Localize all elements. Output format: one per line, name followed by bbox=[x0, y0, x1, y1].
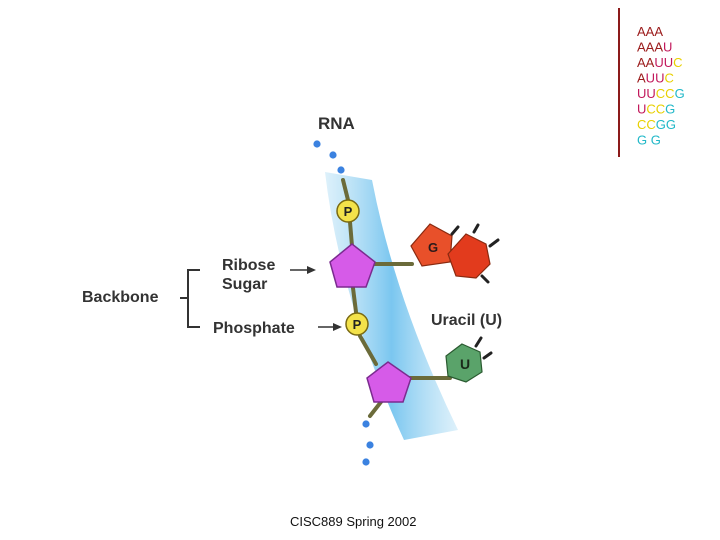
sequence-row: UCCG bbox=[637, 102, 675, 117]
guanine-base: G bbox=[410, 223, 500, 284]
nucleotide-G: G bbox=[675, 86, 685, 101]
uracil-base: U bbox=[445, 336, 493, 383]
rna-title: RNA bbox=[318, 114, 355, 133]
nucleotide-U: U bbox=[637, 86, 646, 101]
nucleotide-C: C bbox=[637, 117, 646, 132]
strand-dot bbox=[329, 151, 337, 159]
nucleotide-U: U bbox=[646, 71, 655, 86]
ribose-label-line2: Sugar bbox=[222, 276, 267, 293]
bond-stub bbox=[480, 274, 490, 284]
nucleotide-U: U bbox=[663, 40, 672, 55]
nucleotide-C: C bbox=[673, 55, 682, 70]
sequence-row: AAA bbox=[637, 24, 663, 39]
strand-dot bbox=[337, 166, 345, 174]
strand-dot bbox=[362, 458, 370, 466]
bond bbox=[358, 334, 378, 366]
sequence-row: AUUC bbox=[637, 71, 674, 86]
strand-continuation-top bbox=[313, 140, 345, 174]
footer-text: CISC889 Spring 2002 bbox=[290, 514, 417, 529]
ribose-label-line1: Ribose bbox=[222, 257, 275, 274]
bond-stub bbox=[474, 336, 483, 348]
phosphate-group-top: P bbox=[336, 199, 360, 223]
backbone-band bbox=[325, 172, 458, 440]
sequence-row: AAUUC bbox=[637, 55, 683, 70]
nucleotide-C: C bbox=[646, 117, 655, 132]
backbone-label: Backbone bbox=[82, 289, 159, 306]
nucleotide-C: C bbox=[656, 102, 665, 117]
nucleotide-G: G bbox=[637, 133, 647, 148]
nucleotide-A: A bbox=[646, 24, 655, 39]
uracil-symbol: U bbox=[460, 356, 470, 372]
nucleotide-G: G bbox=[665, 102, 675, 117]
phosphate-label: Phosphate bbox=[213, 320, 295, 337]
bond bbox=[341, 178, 350, 202]
nucleotide-A: A bbox=[646, 55, 655, 70]
nucleotide-C: C bbox=[665, 86, 674, 101]
strand-dot bbox=[366, 441, 374, 449]
nucleotide-G: G bbox=[666, 117, 676, 132]
nucleotide-A: A bbox=[654, 40, 663, 55]
nucleotide-C: C bbox=[664, 71, 673, 86]
uracil-label: Uracil (U) bbox=[431, 312, 502, 329]
nucleotide-G: G bbox=[656, 117, 666, 132]
bond-stub bbox=[488, 238, 500, 248]
bond-stub bbox=[472, 223, 480, 234]
nucleotide-U: U bbox=[637, 102, 646, 117]
phosphate-symbol: P bbox=[344, 204, 353, 219]
nucleotide-A: A bbox=[654, 24, 663, 39]
bond-stub bbox=[450, 225, 460, 236]
ribose-sugar-top bbox=[329, 243, 376, 288]
nucleotide-C: C bbox=[646, 102, 655, 117]
strand-dot bbox=[362, 420, 370, 428]
guanine-symbol: G bbox=[428, 240, 438, 255]
nucleotide-C: C bbox=[656, 86, 665, 101]
nucleotide-A: A bbox=[637, 24, 646, 39]
phosphate-group-middle: P bbox=[345, 312, 369, 336]
phosphate-symbol: P bbox=[353, 317, 362, 332]
nucleotide-A: A bbox=[637, 55, 646, 70]
nucleotide-U: U bbox=[655, 71, 664, 86]
strand-continuation-bottom bbox=[362, 420, 374, 466]
strand-dot bbox=[313, 140, 321, 148]
nucleotide-U: U bbox=[646, 86, 655, 101]
sequence-row: CCGG bbox=[637, 117, 676, 132]
bond bbox=[348, 220, 354, 248]
sequence-row: AAAU bbox=[637, 40, 672, 55]
nucleotide-U: U bbox=[654, 55, 663, 70]
backbone-bracket bbox=[180, 269, 200, 328]
nucleotide-A: A bbox=[637, 71, 646, 86]
nucleotide-U: U bbox=[664, 55, 673, 70]
nucleotide-A: A bbox=[646, 40, 655, 55]
nucleotide-G: G bbox=[647, 133, 661, 148]
ribose-arrow bbox=[290, 266, 316, 274]
ribose-sugar-bottom bbox=[366, 361, 412, 403]
phosphate-arrow bbox=[318, 323, 342, 331]
bond-stub bbox=[482, 351, 493, 360]
nucleotide-A: A bbox=[637, 40, 646, 55]
sequence-row: G G bbox=[637, 133, 661, 148]
sequence-row: UUCCG bbox=[637, 86, 685, 101]
